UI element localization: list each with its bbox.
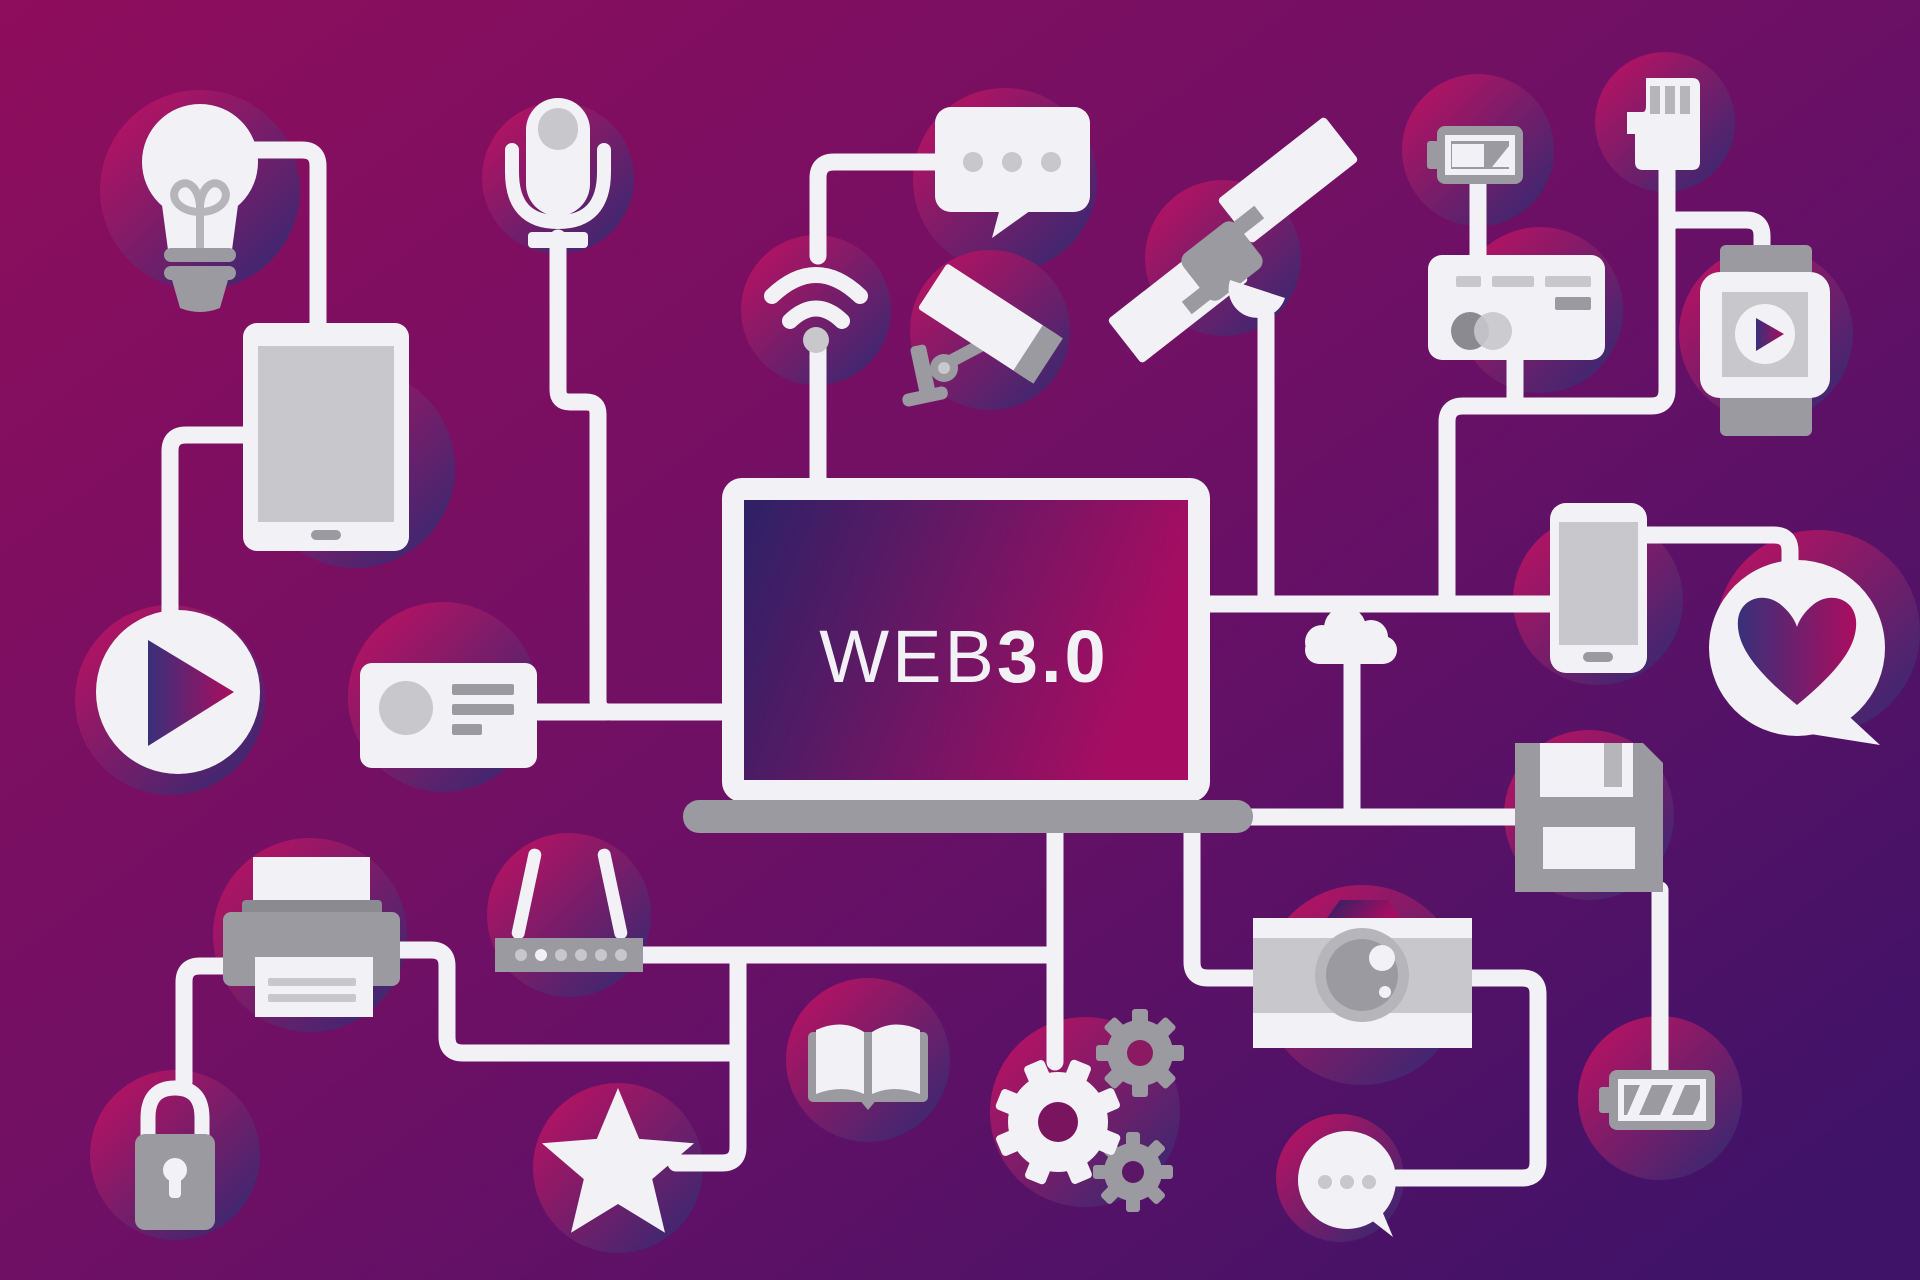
wire-printer-junction [391,941,747,1062]
heart-bubble-tail [1798,708,1880,745]
floppy-notch [1604,743,1622,787]
star-icon [541,1088,695,1233]
battery2-inner [1618,1079,1706,1121]
book-page-left [816,1024,864,1094]
lock-shackle [140,1080,210,1140]
satellite-icon [1108,117,1358,363]
tablet-home-button [311,530,341,540]
battery-charge-tip [1492,146,1509,167]
play-button-icon [96,610,260,774]
wire-bulb-tablet [233,141,327,332]
satellite-body [1181,221,1263,301]
wire-bubble-wifi [809,153,944,265]
sd-card-icon [1627,78,1700,170]
phone-home-button [1583,652,1613,662]
card-circle-right [1474,312,1512,350]
wire-junction-star [667,946,747,1172]
laptop-icon: WEB3.0 [683,478,1253,833]
router-antenna-left [511,848,542,940]
wire-tablet-play [161,426,254,621]
book-page-right [872,1024,920,1094]
open-book-icon [808,1024,928,1110]
router-antenna-right [597,848,628,940]
web3-title: WEB3.0 [819,615,1108,698]
wire-sd-watch [1658,211,1771,263]
ellipsis-bubble-tail [1366,1206,1393,1237]
web3-title-regular: WEB [819,615,997,698]
cctv-body [918,264,1061,382]
battery2-stripes [1627,1085,1700,1115]
battery-charging-icon [1599,1070,1715,1130]
floppy-label [1543,827,1635,869]
wire-laptop-camera [1183,821,1262,987]
wire-sd-bus-phoneline [1438,161,1676,613]
heart-message-icon [1709,560,1885,745]
web3-title-bold: 3.0 [997,615,1109,698]
chat-bubble-icon [935,107,1090,238]
lightbulb-icon [142,104,258,312]
battery-inner [1445,135,1515,175]
smartwatch-icon [1700,245,1830,436]
cloud-icon [1305,607,1397,664]
tablet-icon [243,323,409,551]
connector-lines [161,141,1799,1187]
battery-nub [1427,141,1439,169]
laptop-base [683,800,1253,833]
wire-phone-heart [1638,526,1799,575]
photo-camera-icon [1253,900,1472,1048]
watch-band-bottom [1720,392,1812,436]
router-icon [495,848,643,972]
camera-viewfinder [1327,900,1400,918]
cctv-lens [1013,325,1063,384]
play-triangle [148,640,234,746]
cctv-camera-icon [902,264,1063,407]
gear-small-top [1096,1009,1184,1097]
battery-charge [1452,144,1484,167]
mic-holder [505,143,611,230]
smartphone-icon [1550,503,1647,673]
gear-large [995,1059,1121,1185]
tablet-screen [258,346,394,522]
microphone-icon [505,98,611,248]
heart-shape [1737,597,1857,705]
mic-capsule [538,108,578,150]
card-avatar [379,681,433,735]
wire-printer-lock [175,957,232,1091]
ellipsis-bubble-icon [1298,1131,1396,1237]
mic-crossbar [528,232,588,248]
printer-paper-out [255,957,373,1017]
gears-icon [995,1009,1184,1212]
floppy-disk-icon [1515,743,1663,892]
battery2-nub [1599,1087,1611,1113]
battery-icon [1427,126,1523,184]
laptop-screen [744,500,1188,780]
bulb-filament [170,179,230,252]
phone-screen [1559,522,1638,645]
watch-play-triangle [1756,318,1784,351]
wire-camera-bubble [1388,969,1547,1187]
wifi-icon [764,267,868,353]
printer-icon [223,857,400,1017]
padlock-icon [135,1080,215,1230]
wifi-dot [803,327,829,353]
business-card-icon [360,663,537,768]
accent-circle [487,833,651,997]
satellite-dish [1228,280,1285,318]
gear-small-bottom [1093,1132,1173,1212]
chat-bubble-tail [992,208,1034,238]
credit-card-icon [1428,255,1605,360]
